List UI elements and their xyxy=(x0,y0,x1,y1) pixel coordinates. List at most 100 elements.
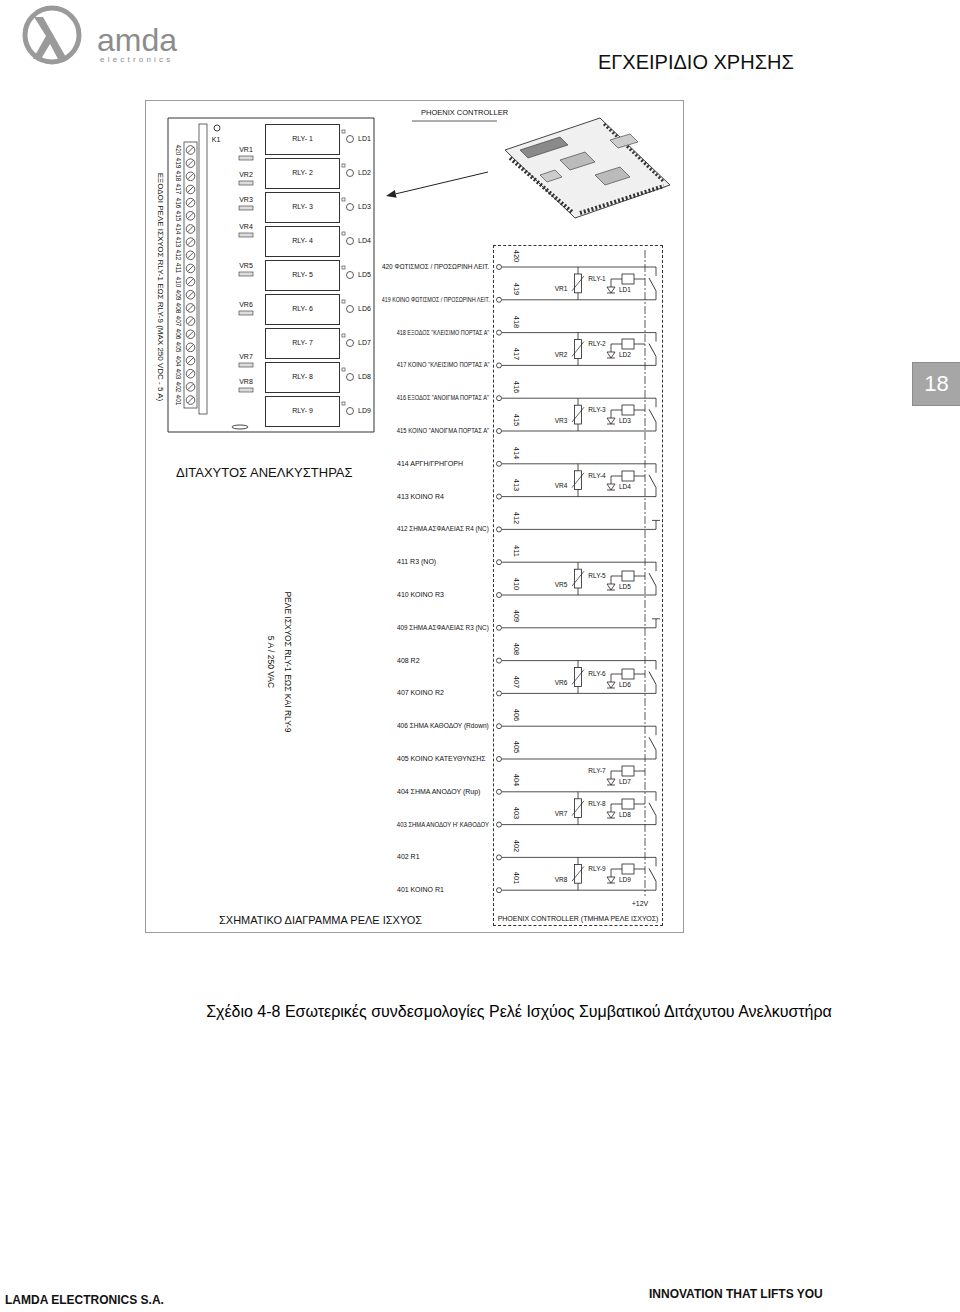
wire xyxy=(656,562,657,571)
wire xyxy=(634,476,645,477)
terminal-number: 415 xyxy=(174,209,181,222)
wire xyxy=(656,488,657,497)
part-name: VR4 xyxy=(554,483,569,490)
relay-coil xyxy=(622,405,634,415)
part-name: RLY-1 xyxy=(587,275,606,282)
board-title: ΕΞΟΔΟΙ ΡΕΛΕ ΙΣΧΥΟΣ RLY-1 ΕΩΣ RLY-9 (MAX … xyxy=(156,172,165,402)
terminal-number: 418 xyxy=(512,314,520,329)
terminal-number: 418 xyxy=(174,170,181,183)
terminal-screw xyxy=(186,317,195,326)
relay-coil xyxy=(622,339,634,349)
screw-slot xyxy=(188,186,194,192)
terminal-number: 419 xyxy=(174,157,181,170)
led-pad xyxy=(342,198,345,201)
part-name: VR3 xyxy=(238,196,254,204)
led-symbol xyxy=(347,408,354,415)
part-name: LD1 xyxy=(357,135,372,143)
led-bar xyxy=(607,590,615,591)
pcb-chip xyxy=(540,170,562,182)
terminal-point xyxy=(497,593,502,598)
terminal-number: 401 xyxy=(174,394,181,407)
terminal-number: 414 xyxy=(512,445,520,460)
led-pad xyxy=(342,266,345,269)
wire xyxy=(502,463,656,464)
board-outline xyxy=(168,118,374,432)
box-text: RLY- 7 xyxy=(292,339,313,347)
part-name: VR6 xyxy=(238,301,254,309)
relay-coil xyxy=(622,274,634,284)
box-text: RLY- 1 xyxy=(292,135,313,143)
terminal-point xyxy=(497,855,502,860)
wire xyxy=(656,816,657,825)
terminal-number: 407 xyxy=(174,315,181,328)
terminal-number: 415 xyxy=(512,412,520,427)
screw-slot xyxy=(188,397,194,403)
led-pad xyxy=(342,164,345,167)
terminal-number: 403 xyxy=(174,367,181,380)
led-symbol xyxy=(347,204,354,211)
terminal-point xyxy=(497,658,502,663)
terminal-description: 401 ΚΟΙΝΟ R1 xyxy=(396,886,445,894)
arrow-head xyxy=(386,190,397,198)
wire xyxy=(502,398,656,399)
logo-subtitle: electronics xyxy=(99,56,174,65)
box-text: RLY- 3 xyxy=(292,203,313,211)
pcb-chip xyxy=(595,167,630,185)
part-name: RLY-6 xyxy=(587,670,606,677)
varistor-symbol xyxy=(239,272,253,276)
screw-slot xyxy=(188,279,194,285)
terminal-screw xyxy=(186,383,195,392)
box-text: RLY- 5 xyxy=(292,271,313,279)
screw-slot xyxy=(188,173,194,179)
figure-label: PHOENIX CONTROLLER xyxy=(420,109,509,117)
led-bar xyxy=(607,883,615,884)
led-symbol xyxy=(347,374,354,381)
box-text: RLY- 9 xyxy=(292,407,313,415)
wire xyxy=(656,586,657,595)
relay-coil xyxy=(622,766,634,776)
part-name: VR1 xyxy=(238,146,254,154)
relay-contact xyxy=(649,278,656,291)
relay-box: RLY- 4 xyxy=(265,226,340,257)
terminal-description: 402 R1 xyxy=(396,854,421,862)
wire xyxy=(656,520,657,529)
terminal-number: 420 xyxy=(174,144,181,157)
led-bar xyxy=(607,818,615,819)
terminal-point xyxy=(497,396,502,401)
terminal-screw xyxy=(186,146,195,155)
terminal-screw xyxy=(186,264,195,273)
wire xyxy=(502,857,656,858)
varistor-symbol xyxy=(239,206,253,210)
wire xyxy=(502,693,656,694)
terminal-screw xyxy=(186,356,195,365)
box-text: PHOENIX CONTROLLER (ΤΜΗΜΑ ΡΕΛΕ ΙΣΧΥΟΣ) xyxy=(498,915,659,923)
wire xyxy=(634,869,645,870)
relay-contact xyxy=(649,737,656,750)
terminal-point xyxy=(497,527,502,532)
terminal-point xyxy=(497,265,502,270)
terminal-number: 408 xyxy=(512,642,520,657)
wire xyxy=(502,627,656,628)
wire xyxy=(502,529,656,530)
terminal-description: 407 ΚΟΙΝΟ R2 xyxy=(396,690,445,698)
title-underline xyxy=(412,121,497,122)
box-text: 18 xyxy=(924,371,948,396)
pcb-terminals xyxy=(580,186,664,213)
wire xyxy=(634,344,645,345)
terminal-number: 405 xyxy=(174,341,181,354)
wire xyxy=(502,496,656,497)
terminal-point xyxy=(497,822,502,827)
terminal-number: 417 xyxy=(174,183,181,196)
part-name: VR7 xyxy=(238,353,254,361)
terminal-number: 411 xyxy=(512,544,520,558)
led-symbol xyxy=(607,584,615,590)
terminal-point xyxy=(497,494,502,499)
terminal-point xyxy=(497,625,502,630)
box-text: RLY- 6 xyxy=(292,305,313,313)
relay-contact xyxy=(649,672,656,685)
terminal-point xyxy=(497,560,502,565)
terminal-screw xyxy=(186,225,195,234)
varistor-slash xyxy=(572,407,584,422)
terminal-point xyxy=(497,330,502,335)
varistor-symbol xyxy=(239,388,253,392)
